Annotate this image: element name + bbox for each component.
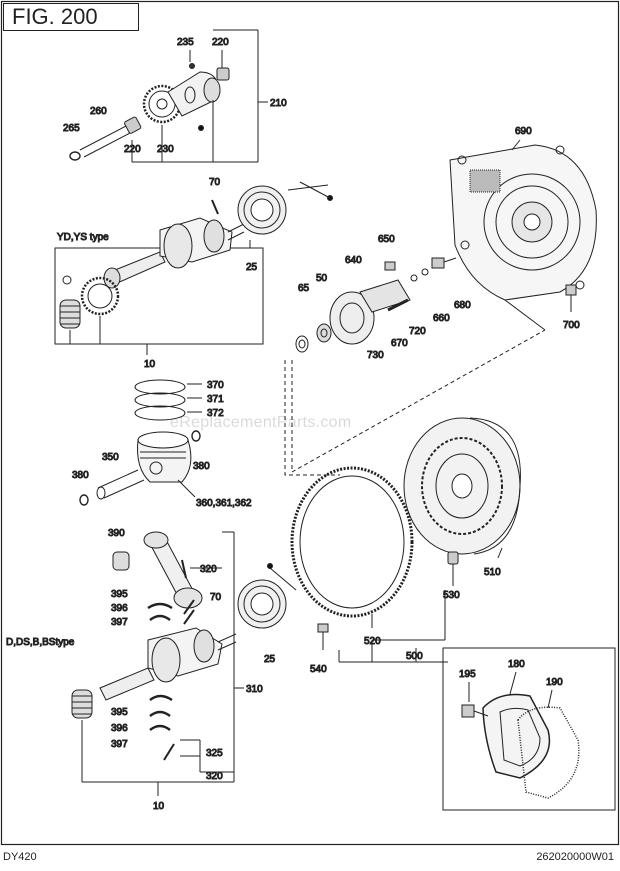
cover-inset bbox=[442, 647, 616, 811]
callout-397-bottom: 397 bbox=[111, 739, 128, 750]
footer-code: 262020000W01 bbox=[536, 851, 614, 863]
flywheel-assembly bbox=[290, 417, 521, 663]
callout-310: 310 bbox=[246, 684, 263, 695]
callout-380-left: 380 bbox=[72, 470, 89, 481]
footer-model: DY420 bbox=[3, 851, 37, 863]
callout-720: 720 bbox=[409, 326, 426, 337]
label-d-ds-b-bs-type: D,DS,B,BStype bbox=[6, 637, 75, 648]
callout-350: 350 bbox=[102, 452, 119, 463]
callout-50: 50 bbox=[316, 273, 328, 284]
callout-65: 65 bbox=[298, 283, 310, 294]
callout-260: 260 bbox=[90, 106, 107, 117]
callout-650: 650 bbox=[378, 234, 395, 245]
callout-510: 510 bbox=[484, 567, 501, 578]
callout-195: 195 bbox=[459, 669, 476, 680]
callout-530: 530 bbox=[443, 590, 460, 601]
callout-370: 370 bbox=[207, 380, 224, 391]
callout-372: 372 bbox=[207, 408, 224, 419]
callout-640: 640 bbox=[345, 255, 362, 266]
callout-70-bottom: 70 bbox=[210, 592, 222, 603]
callout-180: 180 bbox=[508, 659, 525, 670]
callout-230: 230 bbox=[157, 144, 174, 155]
callout-660: 660 bbox=[433, 313, 450, 324]
figure-title: FIG. 200 bbox=[3, 3, 139, 31]
callout-210: 210 bbox=[270, 98, 287, 109]
callout-680: 680 bbox=[454, 300, 471, 311]
callout-730: 730 bbox=[367, 350, 384, 361]
callout-371: 371 bbox=[207, 394, 224, 405]
callout-500: 500 bbox=[406, 651, 423, 662]
callout-25-bottom: 25 bbox=[264, 654, 276, 665]
crankshaft-d-ds-b-bs bbox=[71, 563, 297, 796]
callout-380-right: 380 bbox=[193, 461, 210, 472]
crankshaft-yd-ys bbox=[54, 181, 333, 355]
callout-235: 235 bbox=[177, 37, 194, 48]
callout-395-top: 395 bbox=[111, 589, 128, 600]
connecting-rod bbox=[112, 531, 244, 772]
callout-10-top: 10 bbox=[144, 359, 156, 370]
piston-assembly bbox=[79, 379, 202, 506]
callout-220-bottom: 220 bbox=[124, 144, 141, 155]
label-yd-ys-type: YD,YS type bbox=[57, 232, 109, 243]
callout-265: 265 bbox=[63, 123, 80, 134]
callout-395-bottom: 395 bbox=[111, 707, 128, 718]
callout-396-top: 396 bbox=[111, 603, 128, 614]
callout-396-bottom: 396 bbox=[111, 723, 128, 734]
callout-190: 190 bbox=[546, 677, 563, 688]
callout-670: 670 bbox=[391, 338, 408, 349]
callout-397-top: 397 bbox=[111, 617, 128, 628]
watermark: eReplacementParts.com bbox=[170, 414, 352, 431]
camshaft-assembly bbox=[69, 29, 268, 163]
callout-320-top: 320 bbox=[200, 564, 217, 575]
callout-700: 700 bbox=[563, 320, 580, 331]
drawing-frame bbox=[0, 0, 620, 846]
callout-540: 540 bbox=[310, 664, 327, 675]
callout-520: 520 bbox=[364, 636, 381, 647]
callout-320-bottom: 320 bbox=[206, 771, 223, 782]
callout-690: 690 bbox=[515, 126, 532, 137]
callout-360-361-362: 360,361,362 bbox=[196, 498, 252, 509]
callout-220-top: 220 bbox=[212, 37, 229, 48]
callout-70-top: 70 bbox=[209, 177, 221, 188]
callout-390: 390 bbox=[108, 528, 125, 539]
callout-25-top: 25 bbox=[246, 262, 258, 273]
callout-10-bottom: 10 bbox=[153, 801, 165, 812]
fan-case-pulley bbox=[284, 139, 597, 476]
callout-325: 325 bbox=[206, 748, 223, 759]
